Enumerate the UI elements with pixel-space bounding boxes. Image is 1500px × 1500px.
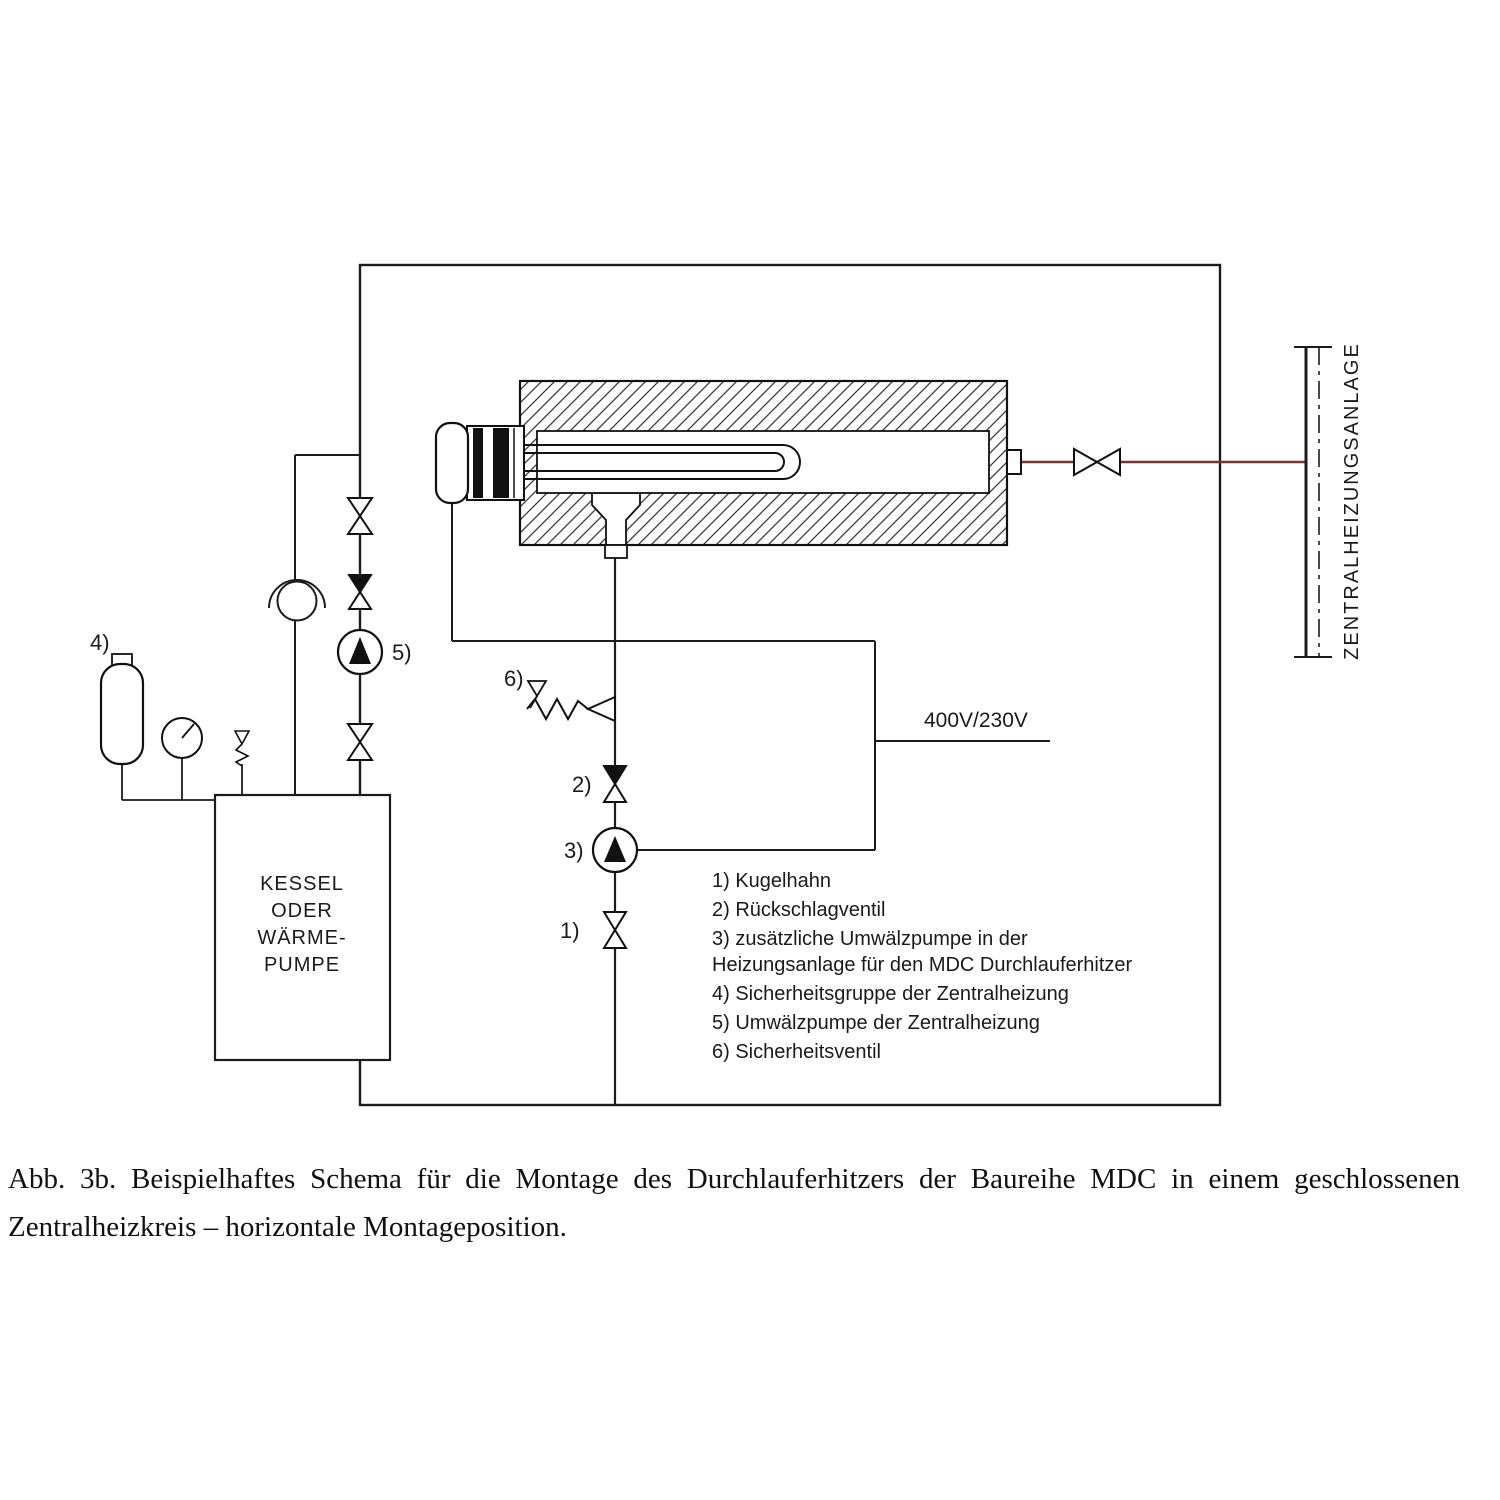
enclosure-pipe-loop [358, 263, 1222, 1107]
legend-item-1: 1) Kugelhahn [712, 870, 831, 892]
heater-electric-connector [434, 421, 525, 505]
boiler-label-line2: ODER [271, 900, 333, 922]
legend-item-6: 6) Sicherheitsventil [712, 1041, 881, 1063]
heater-right-fitting [1006, 449, 1022, 475]
electrical-wiring [451, 503, 1050, 851]
boiler-branch-pipes [294, 454, 360, 795]
heater-outlet-stub [604, 544, 628, 559]
heater-bore [536, 430, 990, 494]
callout-2: 2) [572, 772, 592, 797]
central-heating-wall: ZENTRALHEIZUNGSANLAGE [1294, 342, 1363, 660]
mdc-heater [434, 379, 1022, 559]
ball-valve-1-icon [602, 911, 628, 949]
left-shutoff-valve-top-icon [346, 497, 374, 535]
legend-item-2: 2) Rückschlagventil [712, 899, 886, 921]
boiler-label-line4: PUMPE [264, 954, 340, 976]
callout-4: 4) [90, 630, 110, 655]
pump-3-icon [591, 826, 639, 874]
heating-element [524, 444, 801, 480]
legend-item-4: 4) Sicherheitsgruppe der Zentralheizung [712, 983, 1069, 1005]
callout-6: 6) [504, 666, 524, 691]
left-shutoff-valve-bottom-icon [346, 723, 374, 761]
legend-item-3: 3) zusätzliche Umwälzpumpe in der Heizun… [712, 928, 1133, 976]
boiler-label-line3: WÄRME- [257, 927, 346, 949]
check-valve-2-icon [602, 765, 628, 803]
wall-label: ZENTRALHEIZUNGSANLAGE [1341, 342, 1363, 660]
expansion-vessel-icon [99, 653, 145, 766]
safety-group-pipes [121, 758, 243, 801]
callout-3: 3) [564, 838, 584, 863]
pump-5-icon [336, 628, 384, 676]
voltage-label: 400V/230V [924, 709, 1028, 732]
pressure-gauge-icon [161, 717, 203, 759]
callout-1: 1) [560, 918, 580, 943]
group-safety-valve-icon [233, 730, 251, 767]
figure-caption: Abb. 3b. Beispielhaftes Schema für die M… [8, 1163, 1460, 1243]
boiler-label-line1: KESSEL [260, 873, 344, 895]
pipe-loop-sensor-icon [268, 579, 326, 622]
flow-shutoff-valve-icon [1073, 447, 1121, 477]
left-check-valve-icon [347, 574, 373, 610]
boiler-box: KESSEL ODER WÄRME- PUMPE [213, 793, 392, 1062]
callout-5: 5) [392, 640, 412, 665]
legend-item-5: 5) Umwälzpumpe der Zentralheizung [712, 1012, 1040, 1034]
safety-valve-6-icon [526, 680, 616, 723]
legend: 1) Kugelhahn 2) Rückschlagventil 3) zusä… [712, 868, 1144, 1068]
